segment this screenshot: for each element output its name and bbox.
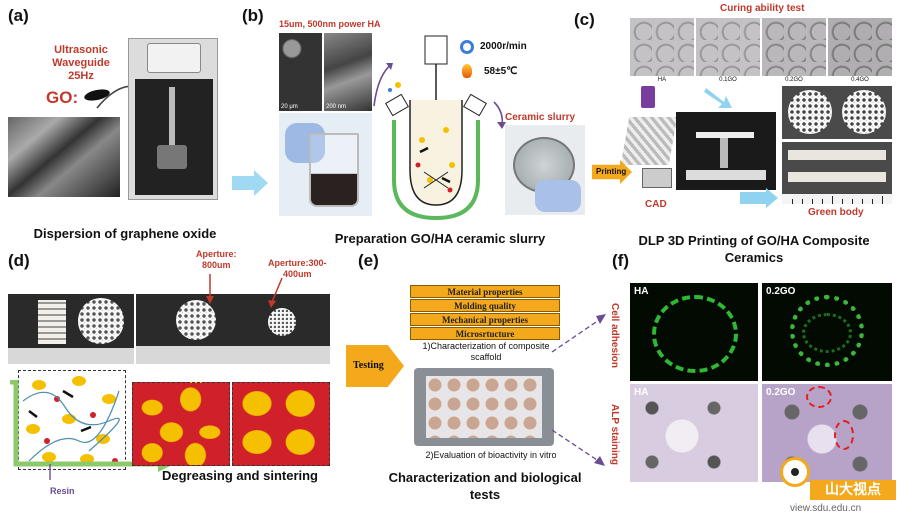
device-icon [641, 86, 655, 108]
green-body-arrow-icon [740, 188, 778, 208]
aperture-2-label: Aperture:300- 400um [268, 258, 327, 280]
curing-sample-01go [696, 18, 760, 76]
sem-scale-1: 20 μm [281, 104, 298, 110]
mixing-temperature: 58±5℃ [484, 66, 518, 77]
sintered-scaffold-photo-2 [136, 294, 330, 364]
ha-sem-image-1: 20 μm [279, 33, 322, 111]
step-1-line2: scaffold [470, 352, 502, 362]
cad-label: CAD [645, 199, 667, 210]
panel-c-caption-line2: Ceramics [724, 250, 784, 265]
panel-d-caption: Degreasing and sintering [161, 468, 319, 483]
panel-b-caption: Preparation GO/HA ceramic slurry [334, 231, 546, 246]
aperture-2-line2: 400um [283, 269, 312, 279]
go-sem-image [8, 117, 120, 197]
ultrasonic-label-line3: 25Hz [68, 70, 94, 82]
ultrasonic-label: Ultrasonic Waveguide 25Hz [46, 44, 116, 83]
dlp-printer-photo [676, 112, 776, 190]
printing-label: Printing [596, 167, 627, 176]
beaker-photo [279, 113, 372, 216]
panel-f-label: (f) [612, 251, 629, 270]
curing-sample-04go [828, 18, 892, 76]
rotation-icon [460, 40, 474, 54]
heat-icon [462, 64, 472, 78]
slurry-photo [505, 125, 585, 215]
aperture-2-line1: Aperture:300- [268, 258, 327, 268]
curing-label-ha: HA [657, 77, 667, 83]
panel-a-label: (a) [8, 6, 29, 25]
cell-adhesion-label: Cell adhesion [609, 303, 620, 369]
slurry-label: Ceramic slurry [505, 112, 576, 123]
sem-scale-2: 200 nm [326, 104, 347, 110]
panel-e-arrows-icon [551, 314, 606, 466]
curing-sample-02go [762, 18, 826, 76]
curing-arrow-icon [704, 88, 732, 108]
degreasing-schematic [132, 382, 230, 466]
panel-a-caption: Dispersion of graphene oxide [33, 226, 217, 241]
alp-ha-image: HA [630, 384, 758, 482]
alp-02go-label: 0.2GO [766, 387, 796, 398]
green-body-label: Green body [808, 207, 864, 218]
property-box-1: Material properties [410, 285, 560, 298]
sem-title: 15um, 500nm power HA [279, 19, 381, 29]
curing-sample-ha [630, 18, 694, 76]
alp-staining-label: ALP staining [609, 403, 620, 465]
cell-adhesion-02go-image: 0.2GO [762, 283, 892, 381]
laptop-icon [642, 168, 672, 188]
alp-highlight-2 [834, 420, 854, 450]
step-1-line1: 1)Characterization of composite [422, 341, 550, 351]
powder-arrow-icon [373, 63, 393, 107]
sintering-schematic [232, 382, 330, 466]
resin-label: Resin [50, 486, 75, 496]
testing-label: Testing [353, 360, 384, 371]
well-plate-photo [414, 368, 554, 446]
panel-b-label: (b) [242, 6, 264, 25]
panel-e-caption: Characterization and biological tests [370, 469, 600, 503]
ultrasonic-device-photo [128, 38, 218, 200]
property-box-3: Mechanical properties [410, 313, 560, 326]
panel-c-caption: DLP 3D Printing of GO/HA Composite Ceram… [612, 232, 896, 266]
property-box-4: Microsrtucture [410, 327, 560, 340]
mixing-speed: 2000r/min [480, 41, 527, 52]
alp-ha-label: HA [634, 387, 649, 398]
resin-schematic [18, 370, 126, 470]
aperture-arrows-icon [206, 274, 283, 308]
curing-title: Curing ability test [720, 3, 805, 14]
watermark-url: view.sdu.edu.cn [790, 503, 862, 514]
panel-c-caption-line1: DLP 3D Printing of GO/HA Composite [638, 233, 870, 248]
aperture-1-line1: Aperture: [196, 249, 237, 259]
green-body-ruler [782, 194, 892, 204]
cell-adhesion-ha-image: HA [630, 283, 758, 381]
panel-c-label: (c) [574, 10, 595, 29]
watermark-logo-icon [780, 457, 810, 487]
resin-particles [22, 376, 120, 464]
ultrasonic-label-line1: Ultrasonic [54, 44, 108, 56]
aperture-1-line2: 800um [201, 260, 231, 270]
panel-e-caption-line1: Characterization and biological [388, 470, 582, 485]
step-2-label: 2)Evaluation of bioactivity in vitro [425, 450, 557, 460]
green-body-scaffolds [782, 86, 892, 139]
curing-label-02go: 0.2GO [785, 77, 803, 83]
green-body-bars [782, 142, 892, 194]
sintered-scaffold-photo-1 [8, 294, 134, 364]
panel-e-label: (e) [358, 251, 379, 270]
alp-highlight-1 [806, 386, 832, 408]
curing-label-04go: 0.4GO [851, 77, 869, 83]
slurry-arrow-icon [493, 101, 506, 129]
step-1-label: 1)Characterization of composite scaffold [406, 341, 566, 363]
mixer-schematic [385, 35, 487, 220]
watermark-name: 山大视点 [810, 480, 896, 500]
curing-label-01go: 0.1GO [719, 77, 737, 83]
panel-a-flow-arrow-icon [232, 170, 268, 196]
panel-e-caption-line2: tests [469, 487, 501, 502]
fluo-ha-label: HA [634, 286, 649, 297]
go-label: GO: [46, 88, 79, 107]
curing-test-strip: HA 0.1GO 0.2GO 0.4GO [630, 18, 892, 88]
cad-model-image [620, 117, 678, 165]
ha-sem-image-2: 200 nm [324, 33, 372, 111]
aperture-1-label: Aperture: 800um [196, 249, 237, 271]
panel-d-label: (d) [8, 251, 30, 270]
property-box-2: Molding quality [410, 299, 560, 312]
ultrasonic-label-line2: Waveguide [52, 57, 110, 69]
fluo-02go-label: 0.2GO [766, 286, 796, 297]
